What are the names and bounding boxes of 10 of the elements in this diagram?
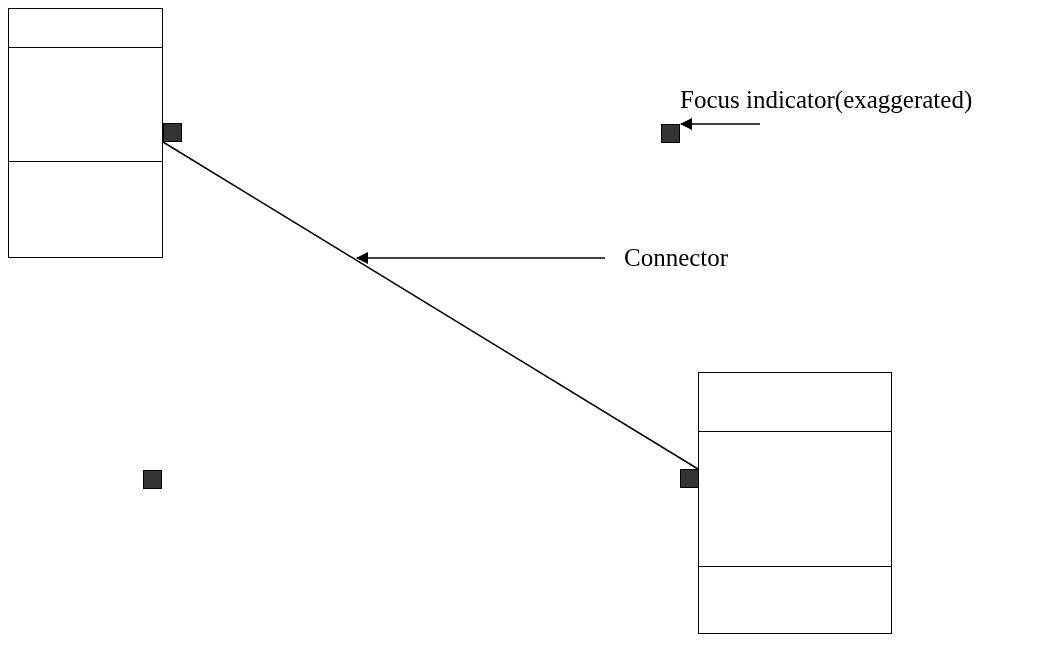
selection-handle <box>680 469 699 488</box>
selection-handle <box>143 470 162 489</box>
leader-line <box>356 252 606 264</box>
annotation-text: Focus indicator(exaggerated) <box>680 86 973 124</box>
selection-handle <box>661 124 680 143</box>
annotation-text: Connector <box>605 244 729 272</box>
class-box <box>698 372 892 634</box>
selection-handle <box>163 123 182 142</box>
class-box <box>8 8 163 258</box>
leader-line <box>680 118 761 130</box>
